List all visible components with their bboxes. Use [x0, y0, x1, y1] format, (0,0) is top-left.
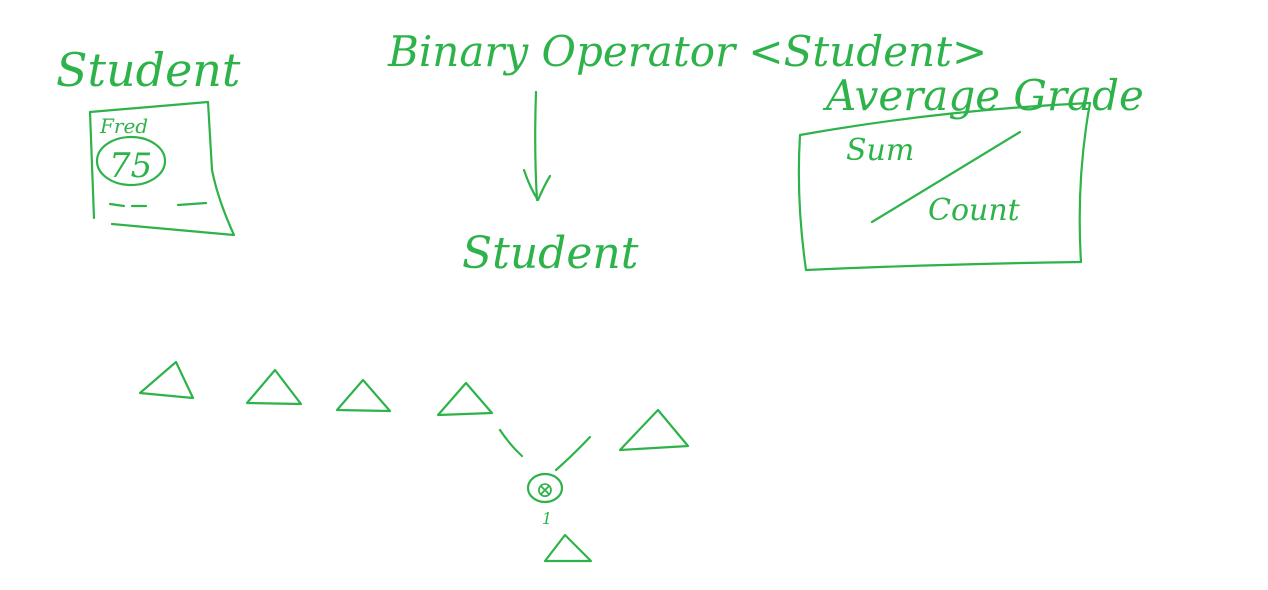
average-grade-box-outline — [797, 101, 1092, 272]
average-count-label: Count — [928, 193, 1021, 228]
average-fraction-line — [870, 130, 1022, 224]
connector-right — [554, 435, 592, 472]
student-card-score: 75 — [109, 146, 152, 186]
arrow-down-head — [522, 168, 552, 202]
student-card-score-circle — [95, 135, 167, 187]
student-title: Student — [56, 43, 241, 97]
operator-node-index: 1 — [542, 509, 552, 528]
student-card-name: Fred — [99, 114, 148, 138]
triangle-4 — [436, 381, 494, 417]
operator-node-circle — [526, 472, 564, 504]
connector-left — [498, 428, 524, 458]
ink-layer: Student Fred 75 Binary Operator <Student… — [56, 27, 1144, 563]
average-grade-title: Average Grade — [822, 71, 1144, 120]
student-card-outline — [88, 100, 236, 237]
arrow-down — [522, 90, 552, 202]
student-card-lines — [108, 201, 208, 208]
triangle-result — [543, 533, 593, 563]
triangle-3 — [335, 378, 392, 413]
operator-node-symbol: ⊗ — [536, 478, 554, 503]
triangle-5 — [618, 408, 690, 452]
average-sum-label: Sum — [846, 133, 914, 168]
binary-operator-title: Binary Operator <Student> — [387, 27, 987, 76]
arrow-down-shaft — [534, 90, 539, 202]
result-student-label: Student — [462, 228, 639, 279]
student-card: Fred 75 — [88, 100, 236, 237]
average-grade-box: Sum Count — [797, 101, 1092, 272]
triangle-2 — [245, 368, 303, 406]
triangle-1 — [138, 360, 195, 400]
operator-node: ⊗ 1 — [526, 472, 564, 528]
